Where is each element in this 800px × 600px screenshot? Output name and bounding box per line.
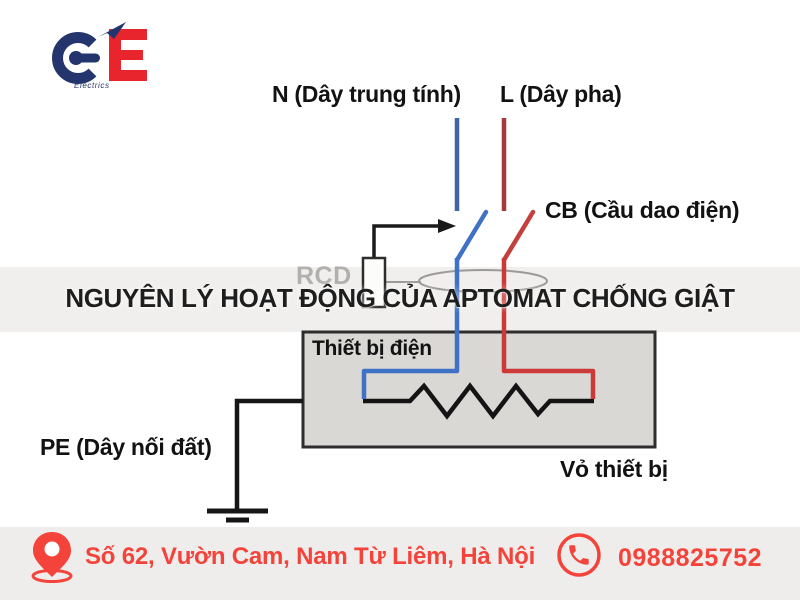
cb-switch-blade-neutral — [454, 209, 489, 263]
line-wire-lower — [501, 258, 596, 399]
logo-g-arc — [52, 32, 97, 84]
resistor — [363, 382, 594, 420]
location-pin-icon — [31, 532, 73, 583]
label-device-case: Vỏ thiết bị — [560, 456, 668, 482]
logo-mark-icon — [52, 22, 147, 84]
logo-letter-e-shape — [109, 29, 147, 81]
footer-bar — [0, 527, 800, 600]
banner-strip — [0, 267, 800, 332]
rcd-trip-arrow — [372, 224, 438, 257]
phone-icon — [557, 533, 601, 577]
label-pe-earth: PE (Dây nối đất) — [40, 434, 212, 460]
neutral-wire-lower — [361, 258, 460, 399]
logo-arrow-icon — [98, 22, 126, 39]
cb-switch-blade-line — [501, 209, 536, 263]
ground-symbol — [207, 508, 268, 523]
footer-phone: 0988825752 — [618, 544, 763, 572]
logo-g-bar — [73, 53, 100, 63]
device-box — [301, 330, 657, 449]
pe-wire — [234, 398, 303, 509]
label-neutral-wire: N (Dây trung tính) — [272, 81, 461, 107]
logo: Electrics — [14, 6, 164, 101]
footer-address: Số 62, Vườn Cam, Nam Từ Liêm, Hà Nội — [85, 543, 536, 570]
label-device-box: Thiết bị điện — [312, 337, 432, 360]
label-line-wire: L (Dây pha) — [500, 81, 622, 107]
rcd-trip-arrowhead-icon — [438, 219, 456, 233]
label-cb-breaker: CB (Cầu dao điện) — [545, 197, 740, 223]
rcd-box — [361, 256, 387, 309]
banner-title: NGUYÊN LÝ HOẠT ĐỘNG CỦA APTOMAT CHỐNG GI… — [65, 283, 735, 313]
logo-subtitle: Electrics — [74, 81, 110, 90]
label-rcd: RCD — [296, 262, 352, 290]
